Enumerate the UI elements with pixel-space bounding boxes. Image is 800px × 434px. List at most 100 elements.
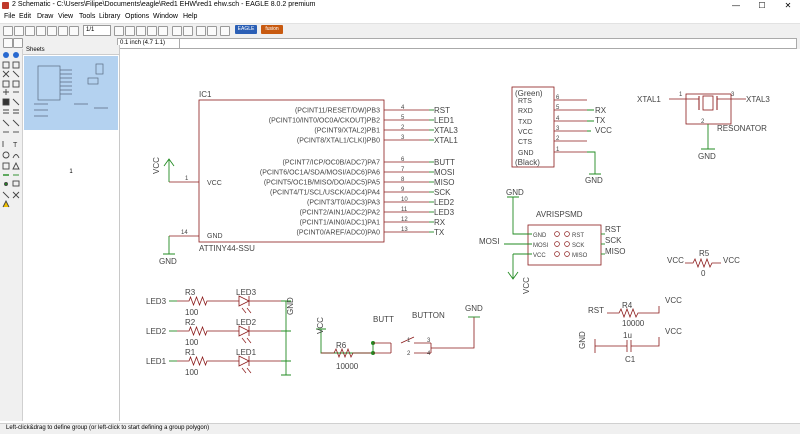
close-button[interactable]: ✕ xyxy=(784,1,792,10)
attribute-icon[interactable] xyxy=(2,191,10,199)
delete-icon[interactable] xyxy=(2,98,10,106)
menu-view[interactable]: View xyxy=(58,13,74,20)
ftdi-pin-label: VCC xyxy=(518,129,533,136)
copy-icon[interactable] xyxy=(12,70,20,78)
ulp-icon[interactable] xyxy=(58,26,68,36)
thumb-ftdi xyxy=(95,63,104,75)
menu-draw[interactable]: Draw xyxy=(37,13,54,20)
rect-icon[interactable] xyxy=(2,162,10,170)
layer-icon[interactable] xyxy=(13,38,23,48)
open-icon[interactable] xyxy=(3,26,13,36)
title-bar: 2 Schematic - C:\Users\Filipe\Documents\… xyxy=(0,0,800,12)
arc-icon[interactable] xyxy=(12,154,20,159)
isp-right-pin: RST xyxy=(572,233,584,239)
command-input[interactable] xyxy=(179,38,797,49)
menu-options[interactable]: Options xyxy=(125,13,150,20)
zoom-fit-icon[interactable] xyxy=(114,26,124,36)
ic-pin-function: (PCINT9/XTAL2)PB1 xyxy=(314,128,380,135)
cam-icon[interactable] xyxy=(36,26,46,36)
menu-help[interactable]: Help xyxy=(183,13,198,20)
ic-pin-number: 8 xyxy=(401,177,405,183)
sheet-select[interactable]: 1/1 xyxy=(83,25,111,36)
fusion-logo-button[interactable]: fusion xyxy=(261,25,283,34)
maximize-button[interactable]: ☐ xyxy=(758,1,766,10)
c1-capacitor[interactable]: GND 1u C1 VCC xyxy=(578,327,682,364)
rotate-icon[interactable] xyxy=(3,89,9,95)
isp-vcc-net: VCC xyxy=(522,277,531,294)
go-icon[interactable] xyxy=(207,26,217,36)
help-icon[interactable] xyxy=(220,26,230,36)
junction-icon[interactable] xyxy=(4,182,8,186)
ftdi-rx-net: RX xyxy=(595,106,607,115)
save-icon[interactable] xyxy=(14,26,24,36)
redo-icon[interactable] xyxy=(183,26,193,36)
ic-pin-number: 7 xyxy=(401,167,405,173)
sheet-thumbnail[interactable] xyxy=(24,56,118,130)
menu-library[interactable]: Library xyxy=(99,13,121,20)
schematic-canvas[interactable]: IC1 ATTINY44-SSU VCC 1 GND 14 VCC GND (P… xyxy=(129,49,800,421)
ic1-symbol[interactable]: IC1 ATTINY44-SSU VCC 1 GND 14 VCC GND xyxy=(152,90,385,266)
polygon-icon[interactable] xyxy=(12,161,20,170)
button-p4: 4 xyxy=(427,351,431,357)
ic-pin-net: MOSI xyxy=(434,168,454,177)
minimize-button[interactable]: — xyxy=(732,1,740,10)
stop-icon[interactable] xyxy=(196,26,206,36)
add-icon[interactable] xyxy=(12,98,20,106)
display-icon[interactable] xyxy=(2,61,10,69)
r4-resistor[interactable]: RST R4 10000 VCC xyxy=(588,296,682,328)
print-icon[interactable] xyxy=(25,26,35,36)
menu-tools[interactable]: Tools xyxy=(79,13,96,20)
script-icon[interactable] xyxy=(69,26,79,36)
undo-icon[interactable] xyxy=(172,26,182,36)
split-icon[interactable] xyxy=(12,119,20,127)
ftdi-pin-number: 4 xyxy=(556,116,560,122)
ic-pin-number: 2 xyxy=(401,125,405,131)
app-icon xyxy=(2,2,9,9)
redraw-icon[interactable] xyxy=(147,26,157,36)
errors-icon[interactable] xyxy=(2,199,10,208)
circle-icon[interactable] xyxy=(2,151,10,159)
res-xtal1-net: XTAL1 xyxy=(637,95,661,104)
group-icon[interactable] xyxy=(2,80,10,88)
name-icon[interactable] xyxy=(3,109,9,114)
led-net: LED1 xyxy=(146,357,167,366)
r5-name: R5 xyxy=(699,249,710,258)
mark-icon[interactable] xyxy=(12,61,20,69)
text-icon[interactable]: T xyxy=(13,142,18,149)
c1-name: C1 xyxy=(625,355,636,364)
button-switch[interactable]: BUTT BUTTON VCC R6 10000 1 2 3 4 GND xyxy=(316,304,483,371)
tool-icons[interactable]: T xyxy=(0,49,22,421)
smash-icon[interactable] xyxy=(2,119,10,127)
show-icon[interactable] xyxy=(13,52,19,58)
button-p2: 2 xyxy=(407,351,411,357)
zoom-select-icon[interactable] xyxy=(158,26,168,36)
mirror-icon[interactable] xyxy=(12,80,20,88)
ic-pin-number: 4 xyxy=(401,105,405,111)
r5-resistor[interactable]: VCC R5 0 VCC xyxy=(667,249,740,278)
board-icon[interactable] xyxy=(47,26,57,36)
ic-pin-net: RX xyxy=(434,218,446,227)
ic-pin-function: (PCINT0/AREF/ADC0)PA0 xyxy=(297,230,381,237)
menu-edit[interactable]: Edit xyxy=(19,13,32,20)
zoom-in-icon[interactable] xyxy=(125,26,135,36)
label-icon[interactable] xyxy=(12,180,20,187)
info-icon[interactable] xyxy=(3,52,9,58)
grid-icon[interactable] xyxy=(3,38,13,48)
resonator[interactable]: XTAL1 XTAL3 1 3 2 GND RESONATOR xyxy=(637,92,770,161)
menu-window[interactable]: Window xyxy=(153,13,178,20)
eagle-logo-button[interactable]: EAGLE xyxy=(235,25,257,34)
erc-icon[interactable] xyxy=(12,191,20,199)
ic-pin-function: (PCINT6/OC1A/SDA/MOSI/ADC6)PA6 xyxy=(260,170,380,177)
isp-rst-net: RST xyxy=(605,225,621,234)
ftdi-pin-number: 3 xyxy=(556,126,560,132)
led-name: LED2 xyxy=(236,318,257,327)
res-pin2: 2 xyxy=(701,119,705,125)
zoom-out-icon[interactable] xyxy=(136,26,146,36)
menu-file[interactable]: File xyxy=(4,13,16,20)
value-icon[interactable] xyxy=(13,109,19,114)
move-icon[interactable] xyxy=(2,70,10,78)
